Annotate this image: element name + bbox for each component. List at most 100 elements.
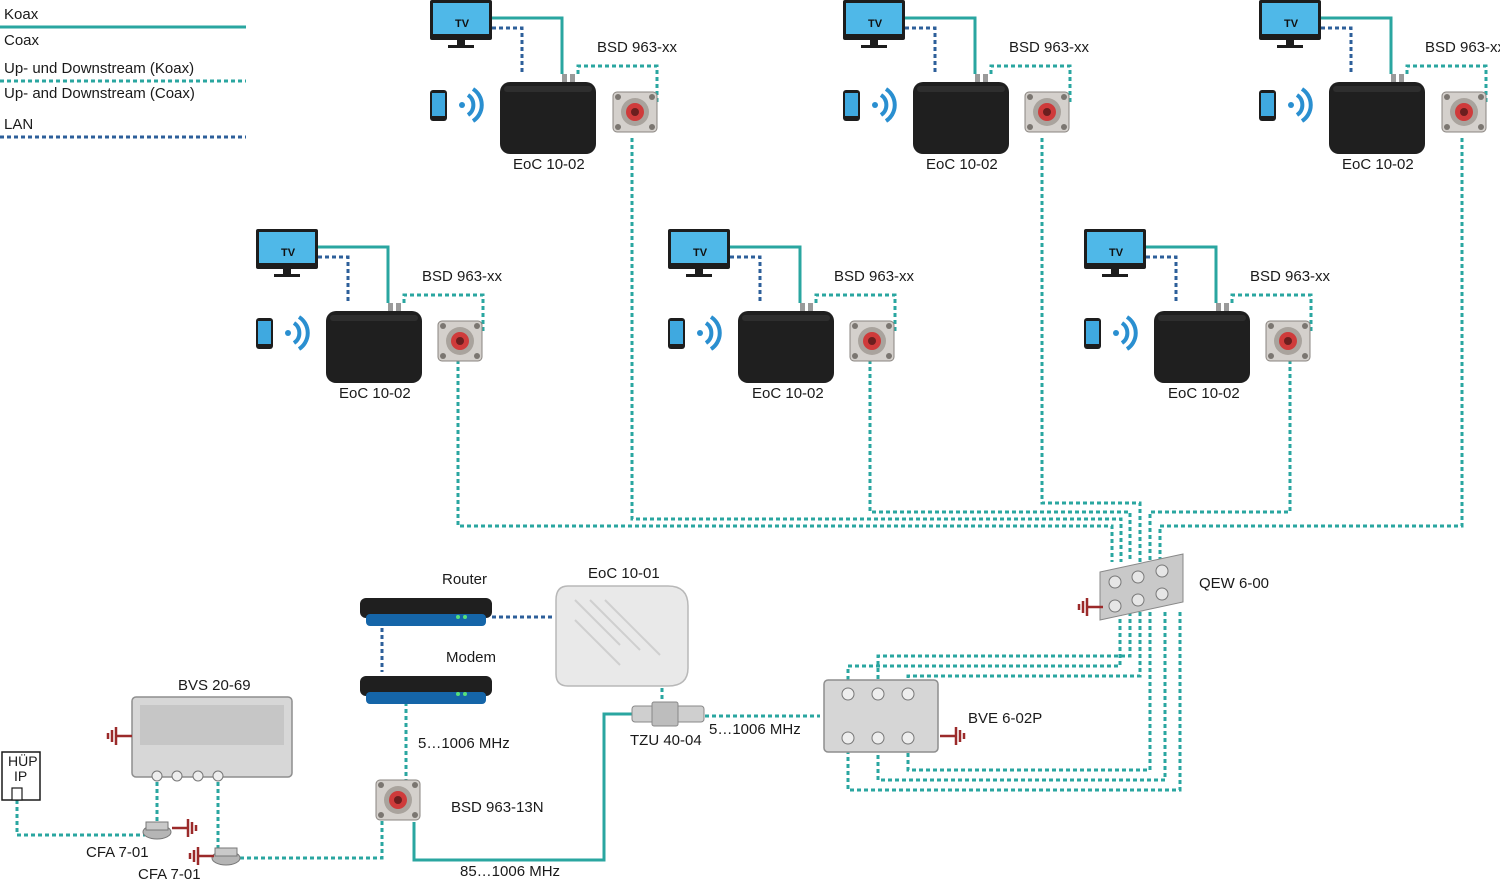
freq-tzu-bve: 5…1006 MHz bbox=[709, 721, 801, 738]
tv-label: TV bbox=[1284, 18, 1299, 30]
socket-label: BSD 963-xx bbox=[1250, 268, 1331, 285]
wall-socket-device bbox=[1024, 91, 1070, 133]
tv-label: TV bbox=[1109, 247, 1124, 259]
eoc-adapter-label: EoC 10-02 bbox=[1342, 156, 1414, 173]
smartphone-icon bbox=[843, 90, 860, 121]
qew-bve-5 bbox=[876, 612, 1167, 782]
eoc-adapter-device bbox=[913, 74, 1009, 154]
qew-bve-4 bbox=[906, 612, 1152, 772]
lan-tv-eoc-1 bbox=[492, 26, 524, 74]
wifi-icon bbox=[283, 315, 310, 351]
smartphone-icon bbox=[430, 90, 447, 121]
updown-eoc-socket-3 bbox=[1405, 64, 1488, 104]
wall-socket-device bbox=[1265, 320, 1311, 362]
wifi-icon bbox=[1286, 87, 1313, 123]
updown-eoc-socket-6 bbox=[1230, 293, 1313, 333]
smartphone-icon bbox=[256, 318, 273, 349]
coax-bsd-tzu bbox=[412, 712, 632, 862]
cfa-device-1 bbox=[142, 821, 172, 840]
wall-socket-device bbox=[612, 91, 658, 133]
ground-icon bbox=[106, 725, 134, 747]
socket-label: BSD 963-xx bbox=[1425, 39, 1500, 56]
tv-label: TV bbox=[455, 18, 470, 30]
eoc-adapter-device bbox=[1154, 303, 1250, 383]
tv-label: TV bbox=[281, 247, 296, 259]
qew-device bbox=[1099, 553, 1184, 621]
bvs-amplifier-device bbox=[131, 696, 293, 782]
cfa2-label: CFA 7-01 bbox=[138, 866, 201, 883]
qew-bve-2 bbox=[876, 612, 1132, 686]
cfa2-bsd13 bbox=[240, 814, 384, 860]
smartphone-icon bbox=[1259, 90, 1276, 121]
router-device bbox=[360, 598, 492, 626]
socket-label: BSD 963-xx bbox=[422, 268, 503, 285]
coax-tv-eoc-5 bbox=[730, 245, 802, 303]
legend-updown-en: Up- and Downstream (Coax) bbox=[4, 85, 195, 102]
updown-eoc-socket-1 bbox=[576, 64, 659, 104]
qew-bve-1 bbox=[846, 612, 1122, 686]
modem-device bbox=[360, 676, 492, 704]
eoc-master-device bbox=[555, 585, 689, 687]
subscriber-node-2: TV EoC 10-02 BSD 963-xx bbox=[843, 0, 1090, 173]
coax-tv-eoc-3 bbox=[1321, 16, 1393, 74]
wifi-icon bbox=[1111, 315, 1138, 351]
hup-ip-label: IP bbox=[14, 768, 27, 784]
eoc-adapter-label: EoC 10-02 bbox=[752, 385, 824, 402]
wifi-icon bbox=[695, 315, 722, 351]
eoc-master-label: EoC 10-01 bbox=[588, 565, 660, 582]
lan-tv-eoc-6 bbox=[1146, 255, 1178, 303]
lan-tv-eoc-2 bbox=[905, 26, 937, 74]
updown-eoc-socket-5 bbox=[814, 293, 897, 333]
eoc-adapter-device bbox=[326, 303, 422, 383]
coax-tv-eoc-4 bbox=[318, 245, 390, 303]
bsd13-label: BSD 963-13N bbox=[451, 799, 544, 816]
tv-label: TV bbox=[868, 18, 883, 30]
ground-icon bbox=[188, 845, 216, 867]
hup-device bbox=[1, 751, 41, 801]
wall-socket-device bbox=[1441, 91, 1487, 133]
wall-socket-device bbox=[437, 320, 483, 362]
trunk-socket-4 bbox=[456, 360, 1114, 562]
freq-modem-link: 5…1006 MHz bbox=[418, 735, 510, 752]
legend-coax-de: Koax bbox=[4, 6, 39, 23]
modem-label: Modem bbox=[446, 649, 496, 666]
eoc-adapter-label: EoC 10-02 bbox=[339, 385, 411, 402]
eoc-adapter-label: EoC 10-02 bbox=[513, 156, 585, 173]
legend-lan: LAN bbox=[4, 116, 33, 133]
ground-icon bbox=[1077, 596, 1105, 618]
lan-tv-eoc-5 bbox=[730, 255, 762, 303]
subscriber-node-5: TV EoC 10-02 BSD 963-xx bbox=[668, 229, 915, 402]
subscriber-node-1: TV EoC 10-02 BSD 963-xx bbox=[430, 0, 678, 173]
bvs-label: BVS 20-69 bbox=[178, 677, 251, 694]
tv-label: TV bbox=[693, 247, 708, 259]
freq-bsd-tzu: 85…1006 MHz bbox=[460, 863, 560, 880]
trunk-socket-2 bbox=[1040, 138, 1142, 562]
qew-bve-6 bbox=[846, 612, 1182, 792]
coax-tv-eoc-6 bbox=[1146, 245, 1218, 303]
hup-label: HÜP bbox=[8, 752, 38, 769]
ground-icon bbox=[170, 817, 198, 839]
lan-tv-eoc-3 bbox=[1321, 26, 1353, 74]
socket-label: BSD 963-xx bbox=[834, 268, 915, 285]
trunk-socket-6 bbox=[1148, 360, 1292, 562]
bve-label: BVE 6-02P bbox=[968, 710, 1042, 727]
trunk-socket-1 bbox=[630, 138, 1123, 562]
socket-label: BSD 963-xx bbox=[1009, 39, 1090, 56]
eoc-adapter-label: EoC 10-02 bbox=[926, 156, 998, 173]
eoc-adapter-device bbox=[500, 74, 596, 154]
trunk-socket-5 bbox=[868, 360, 1132, 562]
tzu-label: TZU 40-04 bbox=[630, 732, 702, 749]
wifi-icon bbox=[457, 87, 484, 123]
wifi-icon bbox=[870, 87, 897, 123]
wall-socket-device bbox=[849, 320, 895, 362]
cfa-device-2 bbox=[211, 847, 241, 866]
updown-eoc-socket-2 bbox=[989, 64, 1072, 104]
wall-socket-device bbox=[375, 779, 421, 821]
eoc-adapter-label: EoC 10-02 bbox=[1168, 385, 1240, 402]
bve-device bbox=[823, 679, 939, 753]
hup-cfa1 bbox=[15, 800, 145, 837]
subscriber-node-4: TV EoC 10-02 BSD 963-xx bbox=[256, 229, 503, 402]
legend-updown-de: Up- und Downstream (Koax) bbox=[4, 60, 194, 77]
smartphone-icon bbox=[668, 318, 685, 349]
